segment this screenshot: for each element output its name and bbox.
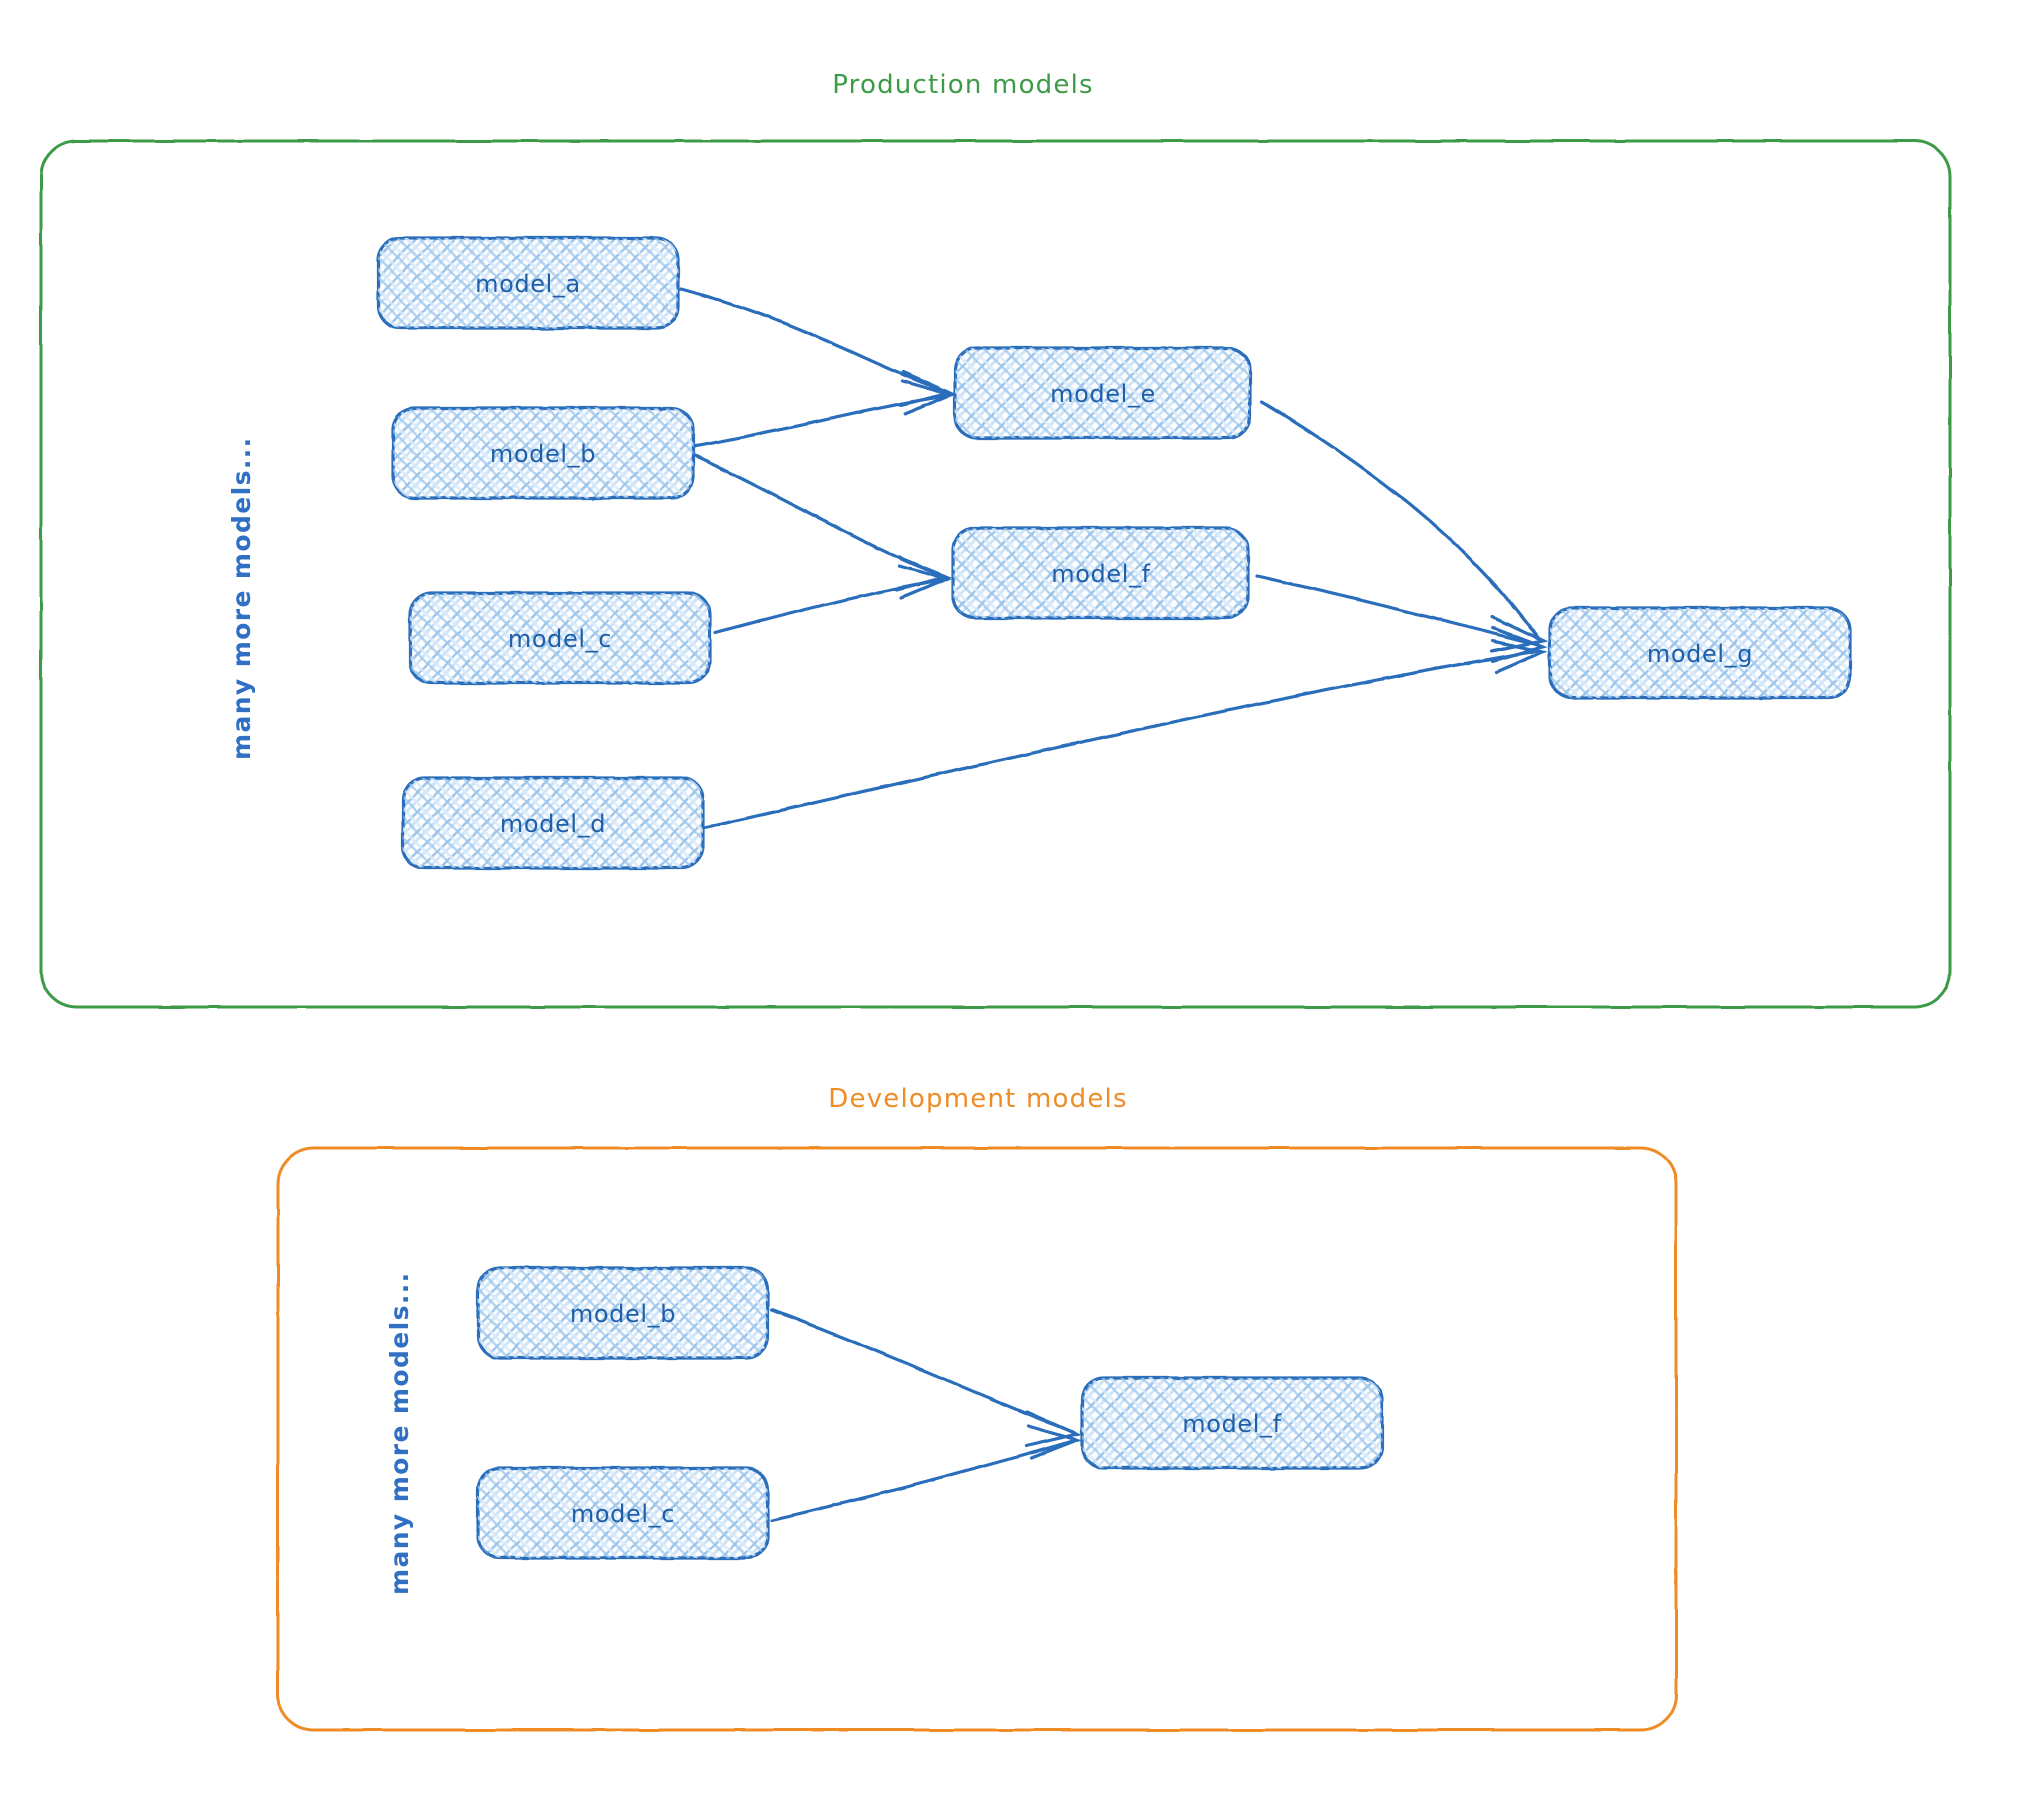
production-group-border: [39, 139, 1952, 1009]
edge-dev-b-to-f: [770, 1308, 1083, 1448]
node-label: model_c: [571, 1500, 675, 1528]
node-label: model_b: [570, 1300, 676, 1328]
production-nodes: model_a model_b model_c: [376, 236, 1852, 870]
node-label: model_d: [500, 810, 606, 838]
production-group: Production models many more models...: [39, 70, 1952, 1009]
development-edges: [770, 1308, 1083, 1522]
node-prod-model-g[interactable]: model_g: [1548, 606, 1852, 700]
node-prod-model-c[interactable]: model_c: [408, 591, 712, 685]
node-prod-model-d[interactable]: model_d: [401, 776, 705, 870]
edge-e-to-g: [1260, 400, 1549, 653]
development-nodes: model_b model_c model_f: [476, 1266, 1384, 1560]
production-group-title: Production models: [832, 70, 1094, 100]
node-dev-model-f[interactable]: model_f: [1080, 1376, 1384, 1470]
edge-a-to-e: [679, 287, 955, 407]
node-prod-model-a[interactable]: model_a: [376, 236, 680, 330]
development-side-label: many more models...: [385, 1271, 414, 1595]
node-prod-model-e[interactable]: model_e: [953, 346, 1252, 440]
node-label: model_e: [1050, 380, 1156, 408]
node-label: model_f: [1051, 560, 1150, 588]
node-label: model_a: [475, 270, 581, 298]
edge-d-to-g: [698, 639, 1549, 831]
development-group: Development models many more models...: [276, 1084, 1678, 1732]
node-label: model_b: [490, 440, 596, 468]
node-prod-model-b[interactable]: model_b: [391, 406, 695, 500]
production-edges: [679, 287, 1549, 831]
node-label: model_g: [1647, 640, 1753, 668]
edge-b-to-e: [691, 379, 956, 449]
development-group-title: Development models: [828, 1084, 1127, 1114]
node-dev-model-c[interactable]: model_c: [476, 1466, 770, 1560]
development-group-border: [276, 1146, 1678, 1732]
node-dev-model-b[interactable]: model_b: [476, 1266, 770, 1360]
node-label: model_f: [1182, 1410, 1281, 1438]
edge-c-to-f: [713, 564, 952, 635]
node-prod-model-f[interactable]: model_f: [951, 526, 1250, 620]
production-side-label: many more models...: [227, 436, 256, 760]
node-label: model_c: [508, 625, 612, 653]
edge-dev-c-to-f: [770, 1424, 1082, 1522]
